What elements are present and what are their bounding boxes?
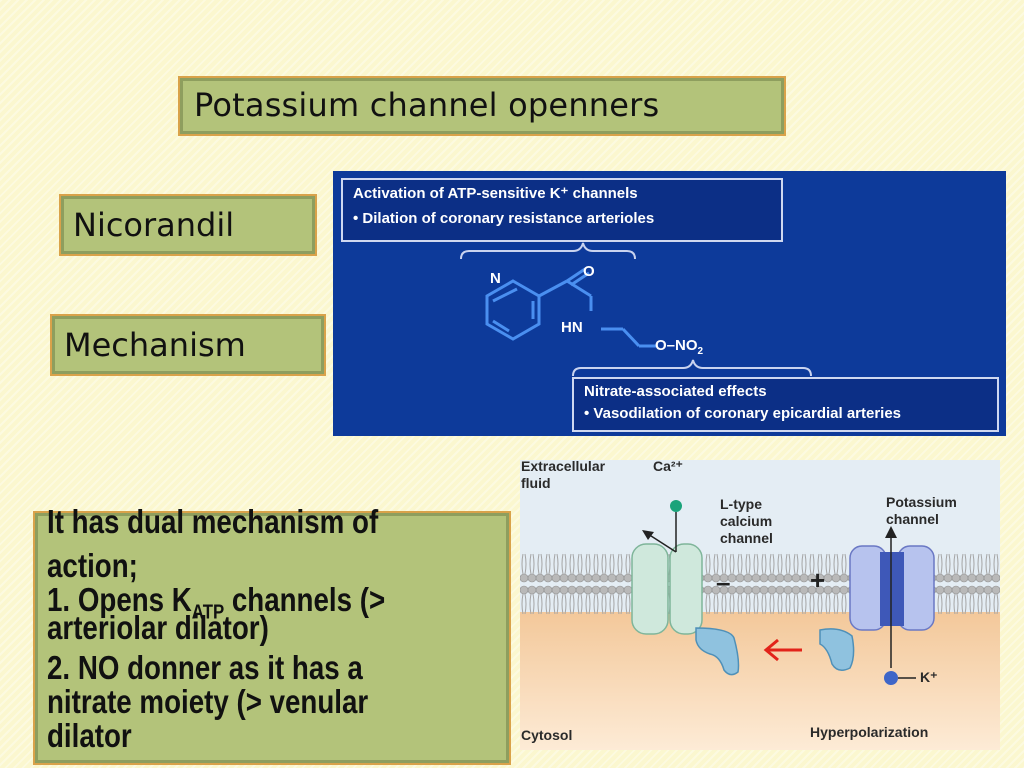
calcium-channel-gate — [695, 627, 740, 676]
mechanism-line-3: 1. Opens KATP channels (> — [47, 581, 386, 624]
mechanism-line-5: 2. NO donner as it has a — [47, 649, 363, 686]
mechanism-line-4: arteriolar dilator) — [47, 609, 269, 646]
label-potassium-ion: K⁺ — [920, 669, 938, 685]
nicorandil-structure-panel: Activation of ATP-sensitive K⁺ channels … — [333, 171, 1006, 436]
nicorandil-molecule — [460, 242, 812, 377]
atom-n: N — [490, 270, 501, 287]
label-plus: + — [810, 565, 826, 595]
katp-effects-box: Activation of ATP-sensitive K⁺ channels … — [341, 178, 783, 242]
group-ono2: O–NO2 — [655, 337, 704, 357]
mechanism-label-box: Mechanism — [50, 314, 326, 376]
mechanism-text-box: It has dual mechanism of action; 1. Open… — [33, 505, 511, 765]
atom-o: O — [583, 263, 595, 280]
katp-effects-bullet: • Dilation of coronary resistance arteri… — [353, 210, 655, 227]
drug-name: Nicorandil — [73, 206, 235, 244]
label-minus: – — [716, 567, 731, 597]
label-hyperpolarization: Hyperpolarization — [810, 724, 929, 740]
nitrate-effects-heading: Nitrate-associated effects — [584, 383, 767, 400]
nitrate-effects-box: Nitrate-associated effects • Vasodilatio… — [572, 377, 999, 432]
calcium-channel-left — [631, 543, 669, 635]
calcium-channel-right — [669, 543, 703, 635]
mechanism-line-7: dilator — [47, 717, 132, 754]
red-arrow-icon — [763, 638, 802, 662]
mechanism-label: Mechanism — [64, 326, 246, 364]
potassium-channel-gate — [819, 628, 855, 671]
slide-title-box: Potassium channel openners — [178, 76, 786, 136]
mechanism-line-1: It has dual mechanism of — [47, 503, 379, 540]
calcium-ion — [670, 500, 682, 512]
mechanism-line-2: action; — [47, 547, 138, 584]
group-hn: HN — [561, 319, 583, 336]
potassium-channel-pore — [880, 552, 904, 626]
drug-name-box: Nicorandil — [59, 194, 317, 256]
katp-effects-heading: Activation of ATP-sensitive K⁺ channels — [353, 185, 638, 202]
potassium-ion — [884, 671, 898, 685]
label-calcium-ion: Ca²⁺ — [653, 458, 683, 474]
nitrate-effects-bullet: • Vasodilation of coronary epicardial ar… — [584, 405, 902, 422]
channel-diagram-art — [520, 460, 1000, 750]
label-cytosol: Cytosol — [521, 727, 573, 743]
slide-title: Potassium channel openners — [194, 86, 660, 124]
mechanism-line-6: nitrate moiety (> venular — [47, 683, 369, 720]
